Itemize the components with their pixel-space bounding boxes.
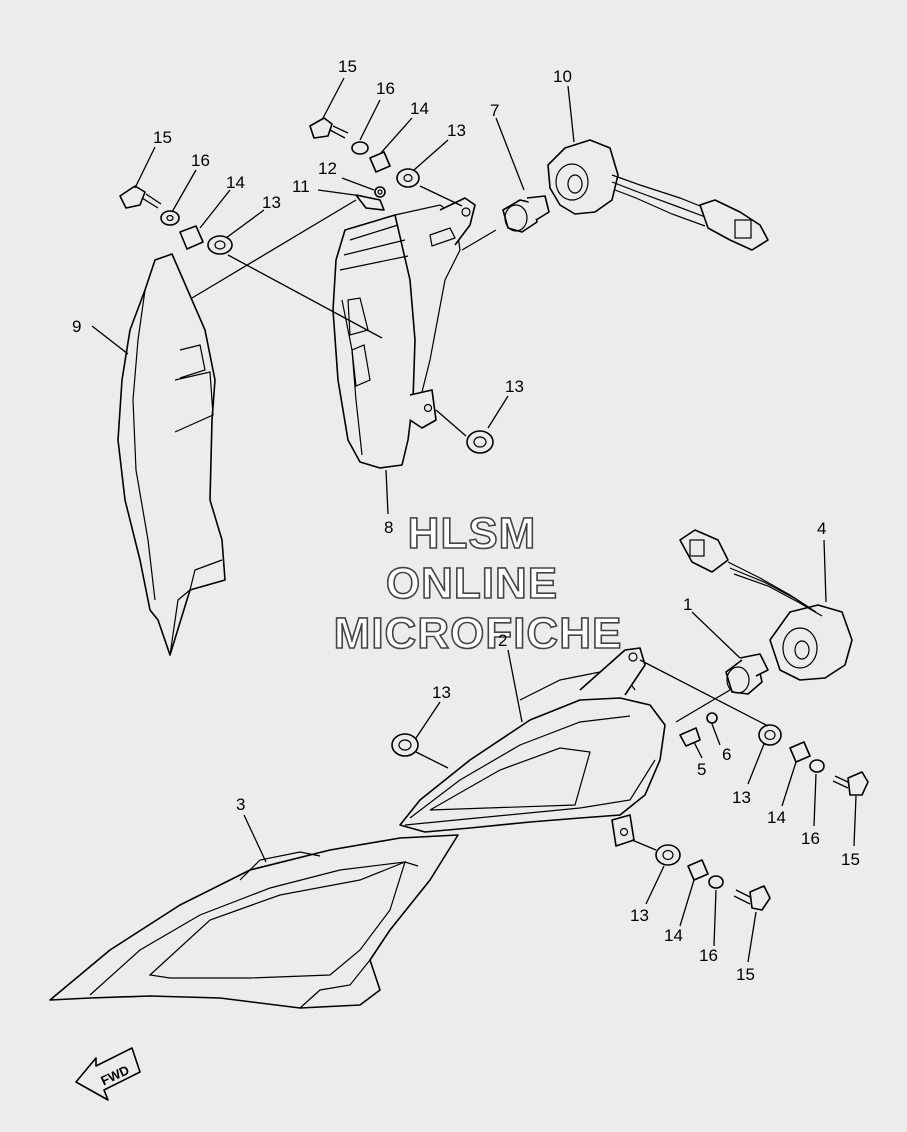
callout-13: 13	[432, 683, 451, 702]
callout-15: 15	[841, 850, 860, 869]
callout-2: 2	[498, 631, 507, 650]
watermark-line1: HLSM	[408, 509, 537, 558]
callout-13: 13	[505, 377, 524, 396]
callout-6: 6	[722, 745, 731, 764]
part-4-socket	[679, 529, 853, 681]
upper-grommet-13	[466, 430, 494, 454]
callout-14: 14	[664, 926, 683, 945]
part-2-housing	[399, 647, 718, 847]
callout-11: 11	[292, 177, 310, 196]
upper-left-hardware	[119, 185, 233, 255]
watermark: HLSM ONLINE MICROFICHE	[333, 508, 623, 659]
part-10-socket	[547, 139, 769, 251]
part-9-cover	[117, 253, 226, 656]
part-8-housing	[332, 194, 476, 469]
watermark-line3: MICROFICHE	[334, 609, 623, 658]
callout-5: 5	[697, 760, 706, 779]
callout-13: 13	[447, 121, 466, 140]
callout-15: 15	[736, 965, 755, 984]
lower-leaders	[243, 539, 857, 963]
callout-7: 7	[490, 101, 499, 120]
callout-10: 10	[553, 67, 572, 86]
upper-leaders	[91, 77, 575, 515]
part-3-cover	[49, 834, 459, 1009]
callout-3: 3	[236, 795, 245, 814]
callout-14: 14	[226, 173, 245, 192]
callout-15: 15	[338, 57, 357, 76]
callout-9: 9	[72, 317, 81, 336]
callout-16: 16	[699, 946, 718, 965]
part-7-bulb	[502, 195, 550, 233]
callout-14: 14	[767, 808, 786, 827]
callout-13: 13	[732, 788, 751, 807]
lower-right-hardware-b	[655, 844, 771, 911]
callout-4: 4	[817, 519, 826, 538]
callout-16: 16	[191, 151, 210, 170]
callout-13: 13	[630, 906, 649, 925]
lower-right-hardware-a	[758, 724, 869, 796]
lower-grommet-13	[391, 733, 419, 757]
callout-15: 15	[153, 128, 172, 147]
callout-16: 16	[801, 829, 820, 848]
callout-numbers: 15 16 14 13 15 16 14 13 12 11 7 10 9 8 1…	[72, 57, 860, 984]
part-1-bulb	[725, 653, 769, 695]
upper-middle-hardware	[309, 117, 420, 198]
callout-12: 12	[318, 159, 337, 178]
callout-16: 16	[376, 79, 395, 98]
callout-8: 8	[384, 518, 393, 537]
callout-13: 13	[262, 193, 281, 212]
callout-14: 14	[410, 99, 429, 118]
fwd-arrow-icon: FWD	[75, 1047, 141, 1101]
watermark-line2: ONLINE	[386, 559, 558, 608]
callout-1: 1	[683, 595, 692, 614]
